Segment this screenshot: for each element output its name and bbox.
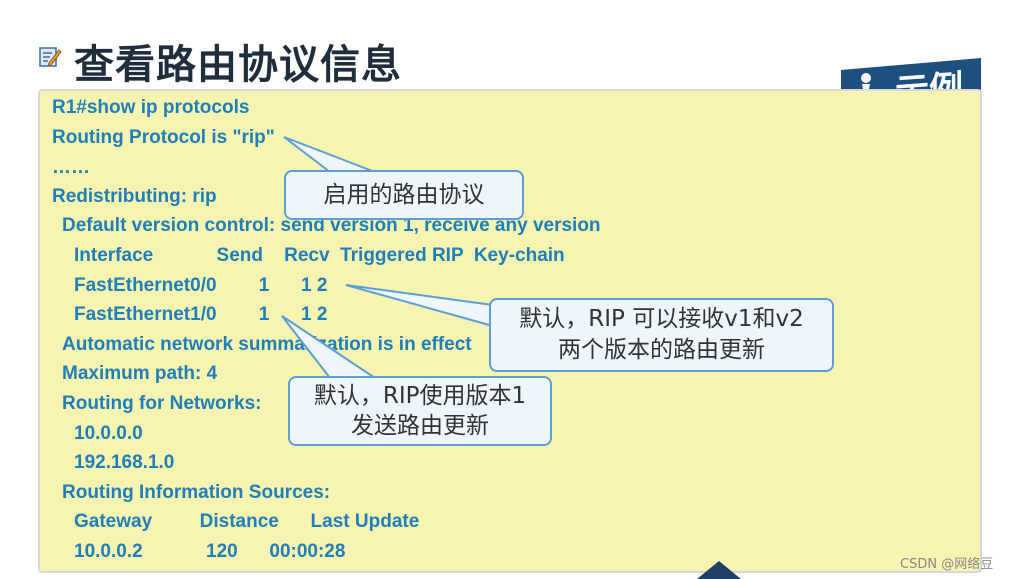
console-line: …… (52, 157, 90, 178)
console-line: FastEthernet1/0 1 1 2 (74, 304, 328, 325)
console-line: R1#show ip protocols (52, 97, 250, 118)
console-line: Interface Send Recv Triggered RIP Key-ch… (74, 245, 565, 266)
callout-text: 启用的路由协议 (323, 182, 485, 208)
callout-enabled-protocol: 启用的路由协议 (284, 170, 524, 220)
console-line: Default version control: send version 1,… (62, 215, 601, 236)
console-line: Maximum path: 4 (62, 363, 218, 384)
watermark: CSDN @网络豆 (900, 557, 994, 572)
console-line: 10.0.0.2 120 00:00:28 (74, 541, 346, 562)
console-line: Automatic network summarization is in ef… (62, 334, 472, 355)
callout-default-receive: 默认，RIP 可以接收v1和v2 两个版本的路由更新 (489, 298, 834, 372)
console-line: 192.168.1.0 (74, 452, 175, 473)
page-title: 查看路由协议信息 (74, 42, 402, 88)
next-slide-arrow-icon[interactable] (697, 561, 741, 579)
console-line: Gateway Distance Last Update (74, 511, 420, 532)
callout-default-send: 默认，RIP使用版本1 发送路由更新 (288, 376, 552, 446)
callout-text: 默认，RIP使用版本1 (313, 383, 527, 409)
callout-text: 两个版本的路由更新 (558, 337, 765, 363)
edit-note-icon (39, 47, 62, 67)
console-line: Routing Protocol is "rip" (52, 127, 275, 148)
console-line: 10.0.0.0 (74, 423, 143, 444)
console-line: Routing for Networks: (62, 393, 262, 414)
callout-text: 默认，RIP 可以接收v1和v2 (519, 306, 804, 332)
console-line: FastEthernet0/0 1 1 2 (74, 275, 328, 296)
console-line: Routing Information Sources: (62, 482, 331, 503)
callout-text: 发送路由更新 (351, 413, 489, 439)
console-line: Redistributing: rip (52, 186, 217, 207)
